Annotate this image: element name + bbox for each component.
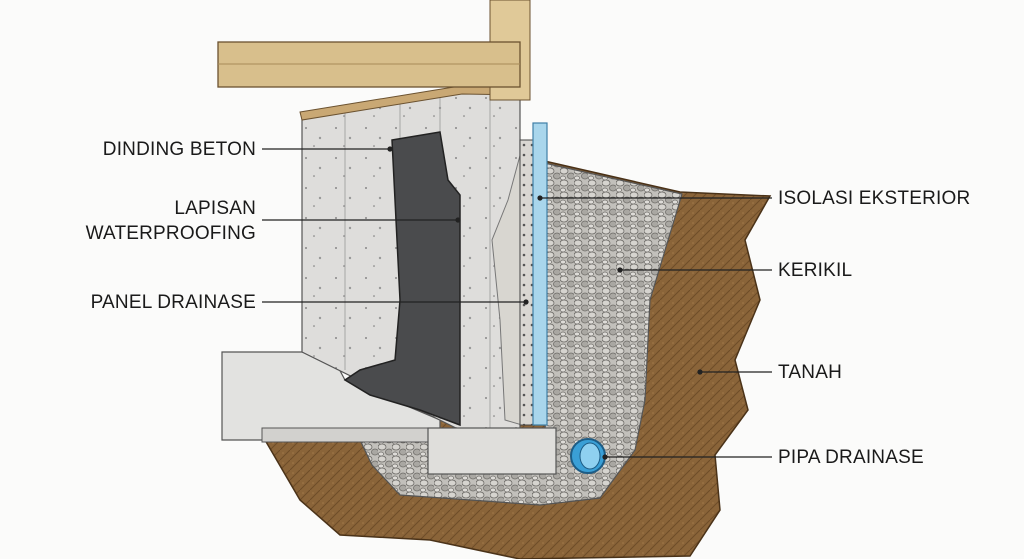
insulation-board (532, 122, 548, 426)
waterproofing-membrane (343, 131, 461, 427)
footing (427, 427, 557, 475)
label-pipa-drainase: PIPA DRAINASE (778, 447, 924, 468)
slab-base (261, 427, 443, 443)
label-dinding-beton: DINDING BETON (102, 139, 256, 160)
label-tanah: TANAH (778, 362, 842, 383)
label-lapisan-line1: LAPISAN (174, 198, 256, 219)
leader-lines (262, 146, 772, 460)
label-panel-drainase: PANEL DRAINASE (90, 292, 256, 313)
label-lapisan-line2: WATERPROOFING (85, 223, 256, 244)
label-isolasi-eksterior: ISOLASI EKSTERIOR (778, 188, 971, 209)
label-kerikil: KERIKIL (778, 260, 853, 281)
drainage-panel (519, 139, 534, 426)
